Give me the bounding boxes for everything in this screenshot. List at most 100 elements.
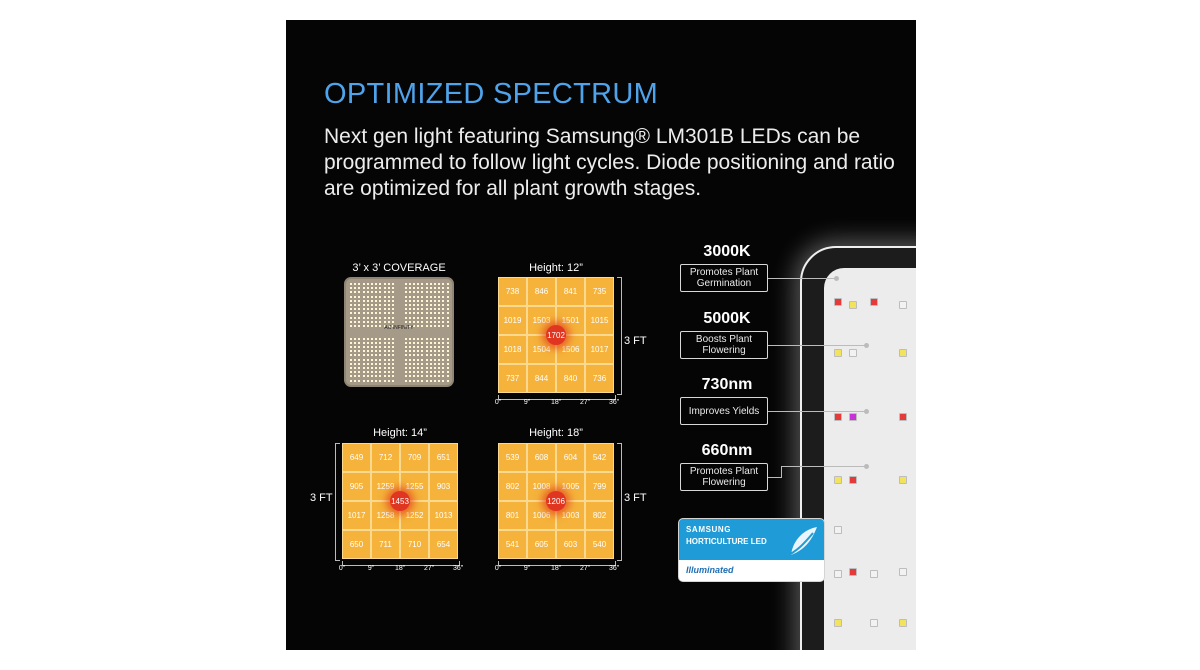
- scale-ticks: 0”9”18”27”36”: [339, 557, 472, 572]
- board-led: [434, 346, 436, 348]
- side-dimension-label: 3 FT: [624, 335, 647, 347]
- board-led: [446, 308, 449, 311]
- board-led: [404, 337, 407, 340]
- board-led: [387, 379, 390, 382]
- board-led: [434, 371, 436, 374]
- leader-dot: [864, 343, 869, 348]
- diode-660nm-title: 660nm: [701, 442, 753, 459]
- board-led: [379, 337, 382, 340]
- board-led: [379, 367, 382, 369]
- scale-tick: 0”: [494, 399, 502, 406]
- board-led: [354, 304, 357, 306]
- board-led: [413, 371, 415, 374]
- board-led: [392, 295, 394, 298]
- board-led: [442, 312, 445, 315]
- board-led: [417, 354, 420, 357]
- board-led: [354, 367, 357, 369]
- board-led: [429, 362, 432, 365]
- ppfd-cell: 737: [498, 364, 527, 393]
- board-led: [413, 367, 415, 369]
- board-led: [358, 283, 361, 285]
- board-led: [434, 354, 436, 357]
- board-led: [350, 299, 352, 302]
- board-led: [371, 367, 373, 369]
- board-led: [429, 299, 432, 302]
- board-led: [421, 283, 424, 285]
- ppfd-cell: 710: [400, 530, 429, 559]
- board-led: [421, 312, 424, 315]
- board-led: [434, 312, 436, 315]
- board-led: [421, 375, 424, 378]
- board-led: [362, 367, 365, 369]
- board-led: [421, 320, 424, 323]
- board-led: [371, 371, 373, 374]
- diode-led: [899, 568, 907, 576]
- board-led: [358, 312, 361, 315]
- board-led: [350, 316, 352, 319]
- ppfd-cell: 841: [556, 277, 585, 306]
- board-led: [371, 320, 373, 323]
- scale-tick: 0”: [494, 565, 502, 572]
- board-led: [379, 379, 382, 382]
- ppfd-cell: 608: [527, 443, 556, 472]
- board-led: [425, 325, 428, 327]
- board-led: [434, 295, 436, 298]
- board-led: [383, 358, 386, 361]
- board-led: [371, 287, 373, 290]
- board-led: [425, 354, 428, 357]
- board-led: [383, 325, 386, 327]
- board-led: [438, 350, 441, 353]
- ppfd-cell: 802: [498, 472, 527, 501]
- board-led: [417, 362, 420, 365]
- board-led: [392, 367, 394, 369]
- ppfd-cell: 1018: [498, 335, 527, 364]
- board-led: [354, 371, 357, 374]
- ppfd-cell: 651: [429, 443, 458, 472]
- board-led: [408, 287, 411, 290]
- diode-3000k-desc: Promotes Plant Germination: [680, 264, 768, 292]
- diode-led: [834, 413, 842, 421]
- board-led: [366, 287, 369, 290]
- board-led: [404, 308, 407, 311]
- board-led: [404, 375, 407, 378]
- scale-ticks: 0”9”18”27”36”: [495, 391, 628, 406]
- ppfd-cell: 1005: [556, 472, 585, 501]
- board-led: [387, 299, 390, 302]
- coverage-label: 3’ x 3’ COVERAGE: [352, 262, 446, 274]
- ppfd-cell: 604: [556, 443, 585, 472]
- diode-led: [834, 570, 842, 578]
- board-led: [392, 371, 394, 374]
- board-led: [434, 308, 436, 311]
- leader-line: [781, 466, 782, 478]
- ppfd-cell: 1015: [585, 306, 614, 335]
- ppfd-cell: 711: [371, 530, 400, 559]
- board-led: [438, 308, 441, 311]
- board-led: [429, 371, 432, 374]
- diode-led: [899, 413, 907, 421]
- board-led: [354, 308, 357, 311]
- board-led: [383, 291, 386, 294]
- board-led: [442, 283, 445, 285]
- board-led: [354, 320, 357, 323]
- side-dimension-label: 3 FT: [624, 492, 647, 504]
- ppfd-cell: 540: [585, 530, 614, 559]
- diode-led: [870, 619, 878, 627]
- board-brand-logo: AC INFINITY: [384, 325, 414, 331]
- board-led: [404, 341, 407, 344]
- leader-line: [781, 466, 866, 467]
- board-led: [417, 367, 420, 369]
- board-led: [383, 346, 386, 348]
- board-led: [421, 379, 424, 382]
- board-led: [434, 287, 436, 290]
- board-led: [442, 379, 445, 382]
- board-led: [392, 346, 394, 348]
- diode-730nm-desc: Improves Yields: [680, 397, 768, 425]
- board-led: [442, 346, 445, 348]
- ppfd-cell: 1259: [371, 472, 400, 501]
- board-led: [379, 308, 382, 311]
- board-led: [375, 299, 378, 302]
- board-led: [371, 337, 373, 340]
- board-led: [442, 371, 445, 374]
- board-led: [429, 295, 432, 298]
- board-led: [387, 375, 390, 378]
